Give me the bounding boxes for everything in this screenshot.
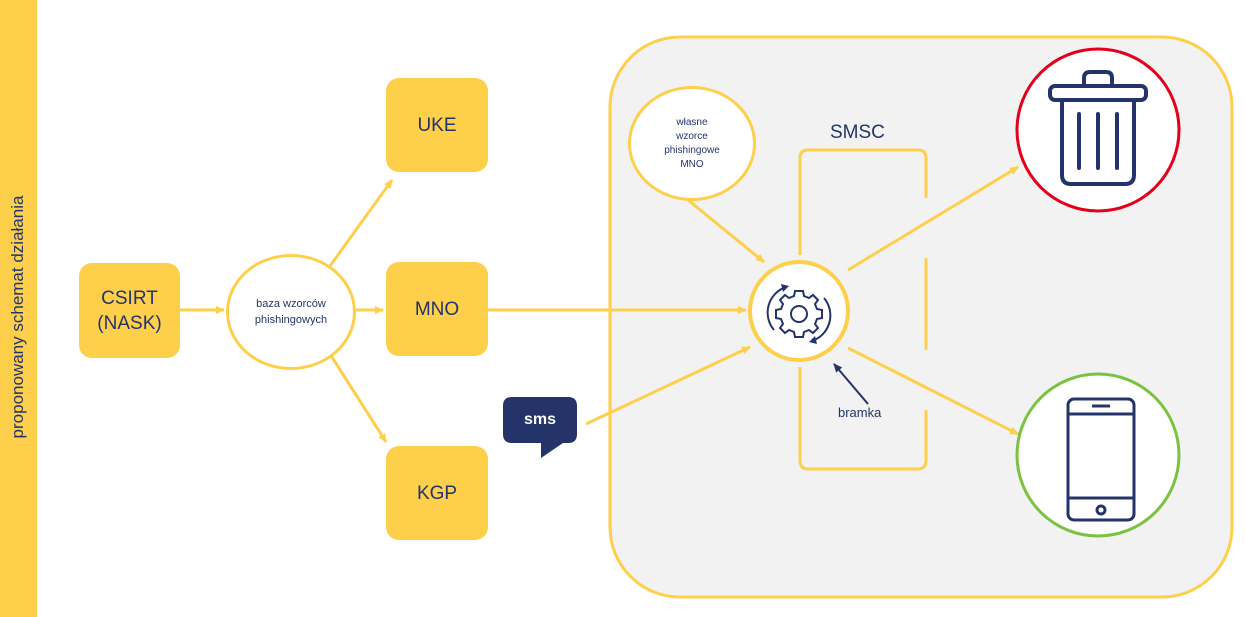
csirt-box: CSIRT (NASK) <box>79 263 180 358</box>
smsc-bracket-bottom <box>798 367 928 471</box>
kgp-box: KGP <box>386 446 488 540</box>
bramka-label: bramka <box>838 405 882 420</box>
arrow-baza-kgp <box>328 353 388 443</box>
baza-circle: baza wzorców phishingowych <box>226 254 356 370</box>
smsc-bracket-top <box>798 148 928 255</box>
gear-icon <box>766 286 832 342</box>
bramka-circle <box>748 260 850 362</box>
baza-label: baza wzorców phishingowych <box>254 298 328 326</box>
mno-label: MNO <box>414 298 460 320</box>
sms-bubble-icon <box>503 397 577 458</box>
wlasne-circle: własne wzorce phishingowe MNO <box>628 86 756 201</box>
arrow-bramka-phone <box>847 346 1019 436</box>
phone-circle <box>1015 372 1181 538</box>
uke-label: UKE <box>417 114 457 136</box>
phone-icon <box>1066 397 1136 522</box>
arrow-baza-uke <box>328 179 394 267</box>
mno-box: MNO <box>386 262 488 356</box>
csirt-label: CSIRT (NASK) <box>97 287 162 334</box>
uke-box: UKE <box>386 78 488 172</box>
gear-arrowhead-top <box>781 284 789 292</box>
arrow-sms-bramka <box>585 345 751 426</box>
gear-arrowhead-bottom <box>809 336 817 344</box>
arrow-wlasne-bramka <box>687 198 765 264</box>
trash-icon <box>1048 70 1148 186</box>
kgp-label: KGP <box>416 482 458 504</box>
smsc-label: SMSC <box>830 122 885 143</box>
sidebar: proponowany schemat działania <box>0 0 37 617</box>
arrow-bramka-pointer <box>833 363 869 405</box>
arrow-bramka-trash <box>847 165 1019 272</box>
sms-label: sms <box>523 411 557 428</box>
wlasne-label: własne wzorce phishingowe MNO <box>664 116 720 170</box>
